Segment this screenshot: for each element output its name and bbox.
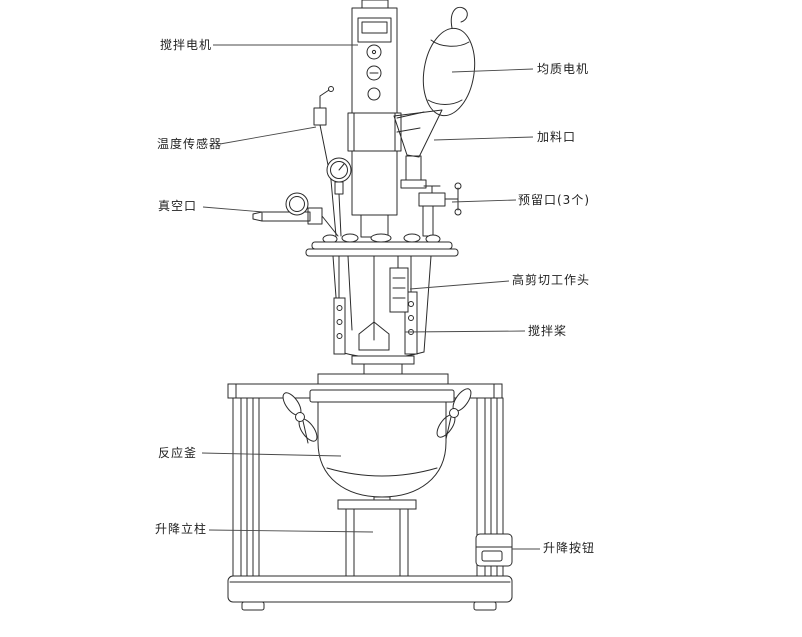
high-shear-head	[389, 255, 409, 313]
leader-stirring-paddle	[404, 330, 526, 333]
label-homogenizing-motor: 均质电机	[537, 62, 590, 76]
leader-high-shear-head	[409, 280, 510, 290]
vacuum-port-assembly	[252, 192, 339, 237]
label-feeding-port: 加料口	[537, 130, 577, 144]
label-lifting-column: 升降立柱	[155, 522, 208, 536]
leader-temperature-sensor	[219, 126, 317, 145]
leader-feeding-port	[433, 136, 534, 141]
vessel-body	[332, 255, 432, 375]
clamp-left	[282, 392, 318, 444]
pressure-gauge	[326, 157, 352, 237]
feeding-funnel	[393, 109, 443, 189]
label-reaction-kettle: 反应釜	[158, 446, 198, 460]
machine-base	[227, 575, 513, 611]
leader-reaction-kettle	[201, 452, 342, 457]
leader-lines	[201, 44, 540, 550]
stirring-motor-column	[347, 0, 402, 238]
stirring-paddle	[358, 255, 390, 351]
reserved-port-valves	[418, 182, 462, 237]
left-rail	[232, 397, 260, 577]
label-stirring-paddle: 搅拌桨	[528, 324, 568, 338]
leader-homogenizer-motor	[451, 68, 534, 73]
lifting-button-box	[475, 533, 513, 567]
vessel-lid	[305, 233, 459, 257]
label-reserved-ports: 预留口(3个)	[518, 193, 590, 207]
label-high-shear-head: 高剪切工作头	[512, 273, 591, 287]
leader-vacuum-port	[202, 206, 264, 213]
homogenizer-motor	[396, 6, 476, 133]
label-stirring-motor: 搅拌电机	[160, 38, 213, 52]
label-temperature-sensor: 温度传感器	[157, 137, 223, 151]
leader-lifting-column	[208, 529, 374, 533]
clamp-right	[436, 388, 472, 440]
reaction-kettle	[309, 389, 455, 508]
label-vacuum-port: 真空口	[158, 199, 198, 213]
lifting-column	[337, 499, 417, 577]
temperature-sensor-probe	[313, 86, 337, 237]
leader-reserved-ports	[451, 199, 517, 203]
label-lifting-button: 升降按钮	[543, 541, 596, 555]
